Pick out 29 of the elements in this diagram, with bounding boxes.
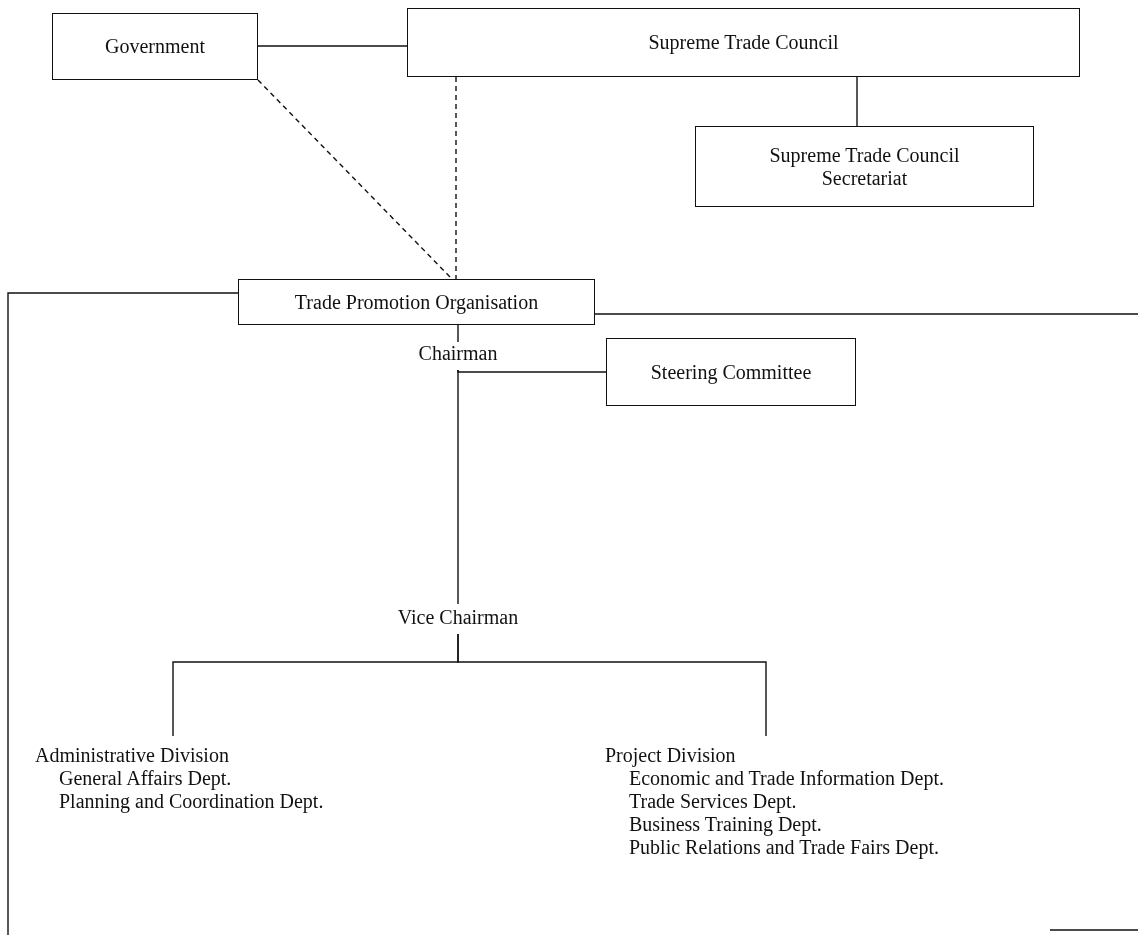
org-box <box>52 13 258 80</box>
connector-line <box>7 292 239 936</box>
box-label: Steering Committee <box>650 360 812 384</box>
dashed-connector <box>257 79 453 280</box>
role-label: Chairman <box>418 342 498 365</box>
box-label: Trade Promotion Organisation <box>294 290 539 314</box>
connector-line <box>257 45 408 47</box>
org-box <box>606 338 856 406</box>
department-label: Trade Services Dept. <box>628 790 797 813</box>
department-label: General Affairs Dept. <box>58 767 232 790</box>
division-heading: Administrative Division <box>35 744 229 767</box>
role-label: Vice Chairman <box>397 606 519 629</box>
box-label: Supreme Trade Council <box>648 31 839 54</box>
org-box <box>407 8 1080 77</box>
connector-line <box>457 324 459 343</box>
org-box <box>695 126 1034 207</box>
division-heading: Project Division <box>605 744 736 767</box>
connector-line <box>594 313 1138 315</box>
connector-line <box>457 633 767 737</box>
department-label: Business Training Dept. <box>628 813 822 836</box>
box-label: Government <box>105 35 205 58</box>
box-label: Supreme Trade Council Secretariat <box>768 143 961 190</box>
department-label: Public Relations and Trade Fairs Dept. <box>628 836 939 859</box>
connector-line <box>856 76 858 127</box>
connector-line <box>457 369 607 373</box>
department-label: Planning and Coordination Dept. <box>58 790 324 813</box>
dashed-connector <box>455 76 457 280</box>
org-box <box>238 279 595 325</box>
department-label: Economic and Trade Information Dept. <box>628 767 944 790</box>
